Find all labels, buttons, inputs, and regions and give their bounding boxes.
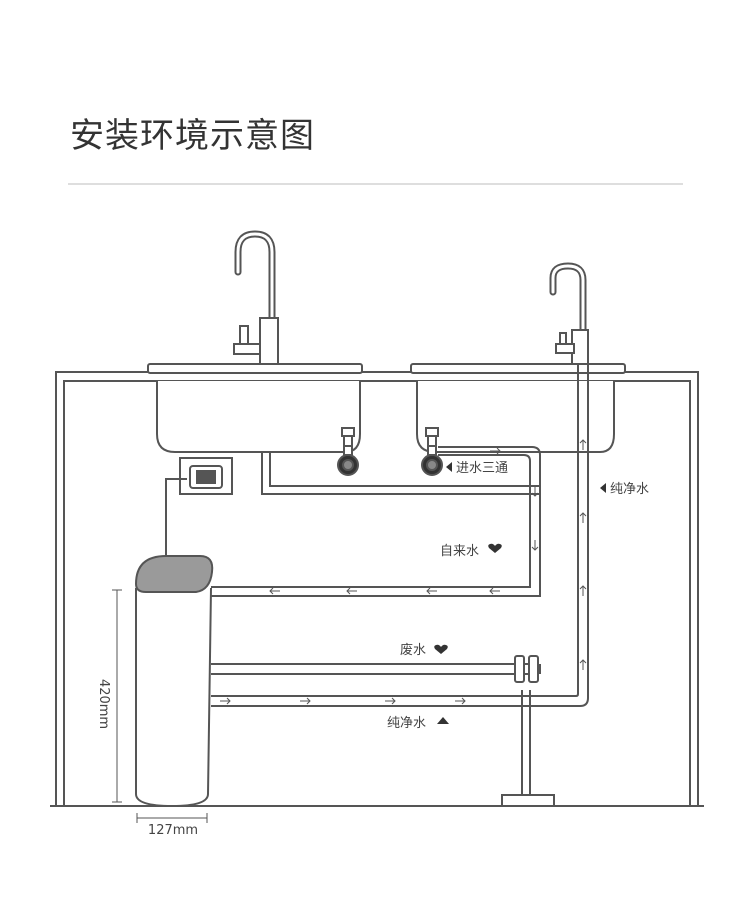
pure-water-bottom-text: 纯净水 (387, 716, 426, 731)
tap-water-text: 自来水 (440, 544, 479, 559)
tap-water-label: 自来水 (440, 543, 502, 559)
pure-water-bottom-label: 纯净水 (387, 716, 449, 731)
page-title: 安装环境示意图 (70, 116, 315, 156)
left-sink (147, 363, 363, 453)
width-dim-label: 127mm (148, 823, 198, 838)
title-divider (68, 183, 683, 185)
tap-water-pipe (211, 446, 541, 597)
triangle-up-icon (437, 717, 449, 724)
waste-fitting (514, 655, 539, 683)
heart-icon (434, 644, 448, 654)
flow-arrows (220, 439, 587, 705)
inlet-tee-label: 进水三通 (446, 461, 508, 476)
waste-water-label: 废水 (400, 642, 448, 658)
heart-icon (488, 543, 502, 553)
waste-water-text: 废水 (400, 642, 426, 658)
wall-outlet (165, 457, 233, 557)
right-faucet (549, 262, 589, 365)
inlet-tee-text: 进水三通 (456, 461, 508, 476)
height-dimension (112, 589, 122, 803)
right-sink (410, 363, 626, 453)
waste-water-pipe (211, 663, 555, 807)
left-angle-valve (337, 427, 359, 476)
width-dimension (136, 813, 208, 823)
triangle-left-icon (600, 483, 606, 493)
pure-water-right-text: 纯净水 (610, 482, 649, 497)
pure-water-right-label: 纯净水 (600, 482, 649, 497)
inlet-tee-valve (421, 427, 443, 476)
water-purifier (134, 555, 214, 808)
left-drain-stub (261, 452, 540, 495)
height-dim-label: 420mm (96, 679, 111, 729)
left-faucet (233, 230, 279, 365)
pure-water-pipe (211, 364, 589, 707)
triangle-left-icon (446, 462, 452, 472)
